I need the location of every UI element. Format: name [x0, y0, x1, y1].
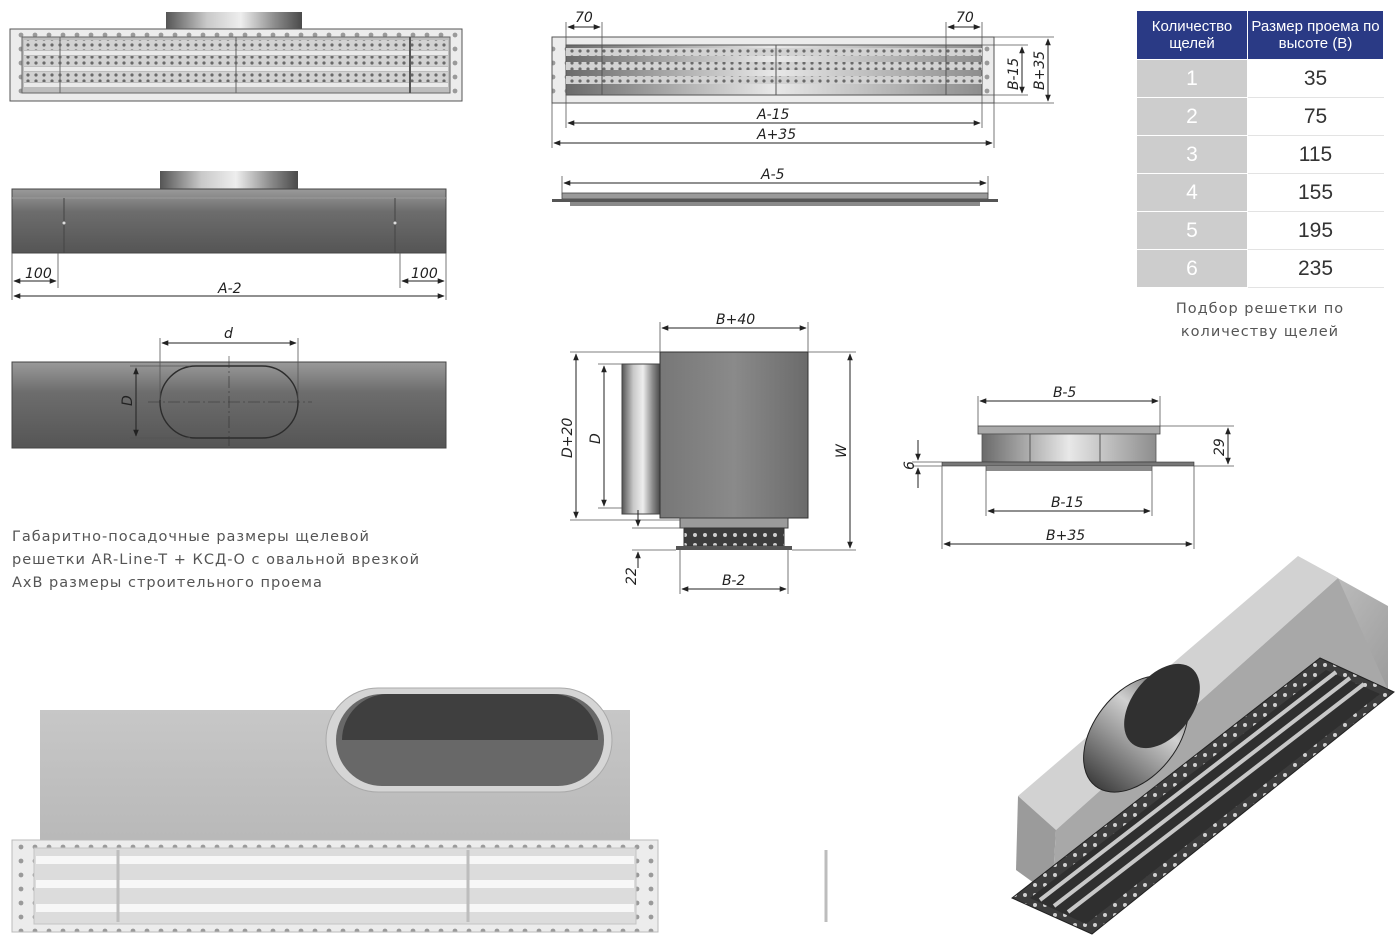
dim-oval-width: d [224, 326, 233, 342]
dim-offset-right: 100 [411, 266, 438, 282]
table-row: 3 115 [1136, 135, 1384, 174]
drawing-caption: Габаритно-посадочные размеры щелевой реш… [12, 526, 462, 595]
grille-front-view: 70 70 B-15 B+35 A-15 A+35 [551, 10, 1054, 148]
cell-slots: 6 [1136, 249, 1248, 288]
box-end-view: B+40 D+20 D W 22 B-2 [560, 312, 856, 594]
cell-height: 35 [1247, 59, 1384, 98]
header-opening-height: Размер проема по высоте (В) [1247, 10, 1384, 60]
slot-count-table: Количество щелей Размер проема по высоте… [1136, 10, 1384, 288]
cell-height: 235 [1247, 249, 1384, 288]
box-side-view: 100 100 A-2 [11, 171, 447, 300]
dim-total-height: W [834, 443, 850, 458]
dim-box-width: B+40 [716, 312, 755, 328]
cell-slots: 3 [1136, 135, 1248, 174]
dim-section-frame-width: B+35 [1046, 528, 1085, 544]
caption-line: решетки AR-Line-T + КСД-О с овальной вре… [12, 552, 421, 568]
dim-pipe-clearance: D+20 [560, 418, 576, 458]
dim-margin-right: 70 [956, 10, 974, 26]
table-row: 4 155 [1136, 173, 1384, 212]
table-note: Подбор решетки по количеству щелей [1175, 301, 1345, 340]
cell-slots: 4 [1136, 173, 1248, 212]
cell-slots: 5 [1136, 211, 1248, 250]
dim-profile-length: A-5 [760, 167, 785, 183]
header-slot-count: Количество щелей [1136, 10, 1248, 60]
dim-section-slot-width: B-15 [1051, 495, 1083, 511]
grille-cross-section: B-5 29 6 B-15 B+35 [902, 385, 1234, 549]
cell-slots: 2 [1136, 97, 1248, 136]
dim-inner-length: A-15 [756, 107, 790, 123]
dim-oval-height: D [120, 395, 136, 406]
render-front-3d [11, 687, 828, 933]
dim-neck-width: B-2 [722, 573, 745, 589]
dim-flange-thickness: 6 [902, 461, 918, 470]
dim-offset-left: 100 [25, 266, 52, 282]
table-row: 6 235 [1136, 249, 1384, 288]
dim-section-height: 29 [1212, 438, 1228, 456]
cell-height: 155 [1247, 173, 1384, 212]
render-isometric-3d [1011, 556, 1395, 935]
dim-grille-depth: 22 [624, 567, 640, 585]
table-row: 2 75 [1136, 97, 1384, 136]
cell-slots: 1 [1136, 59, 1248, 98]
grille-top-view [9, 12, 463, 102]
cell-height: 75 [1247, 97, 1384, 136]
dim-margin-left: 70 [575, 10, 593, 26]
cell-height: 115 [1247, 135, 1384, 174]
table-row: 5 195 [1136, 211, 1384, 250]
dim-frame-height: B+35 [1032, 51, 1048, 90]
caption-line: Габаритно-посадочные размеры щелевой [12, 529, 370, 545]
table-header-row: Количество щелей Размер проема по высоте… [1136, 10, 1384, 60]
dim-length-a2: A-2 [217, 281, 242, 297]
cell-height: 195 [1247, 211, 1384, 250]
grille-profile-view: A-5 [552, 167, 998, 206]
box-top-view: d D [11, 326, 447, 449]
dim-slot-height: B-15 [1006, 58, 1022, 90]
dim-pipe-diameter: D [588, 433, 604, 444]
dim-section-top-width: B-5 [1053, 385, 1076, 401]
table-row: 1 35 [1136, 59, 1384, 98]
caption-line: АхВ размеры строительного проема [12, 575, 323, 591]
dim-outer-length: A+35 [756, 127, 796, 143]
